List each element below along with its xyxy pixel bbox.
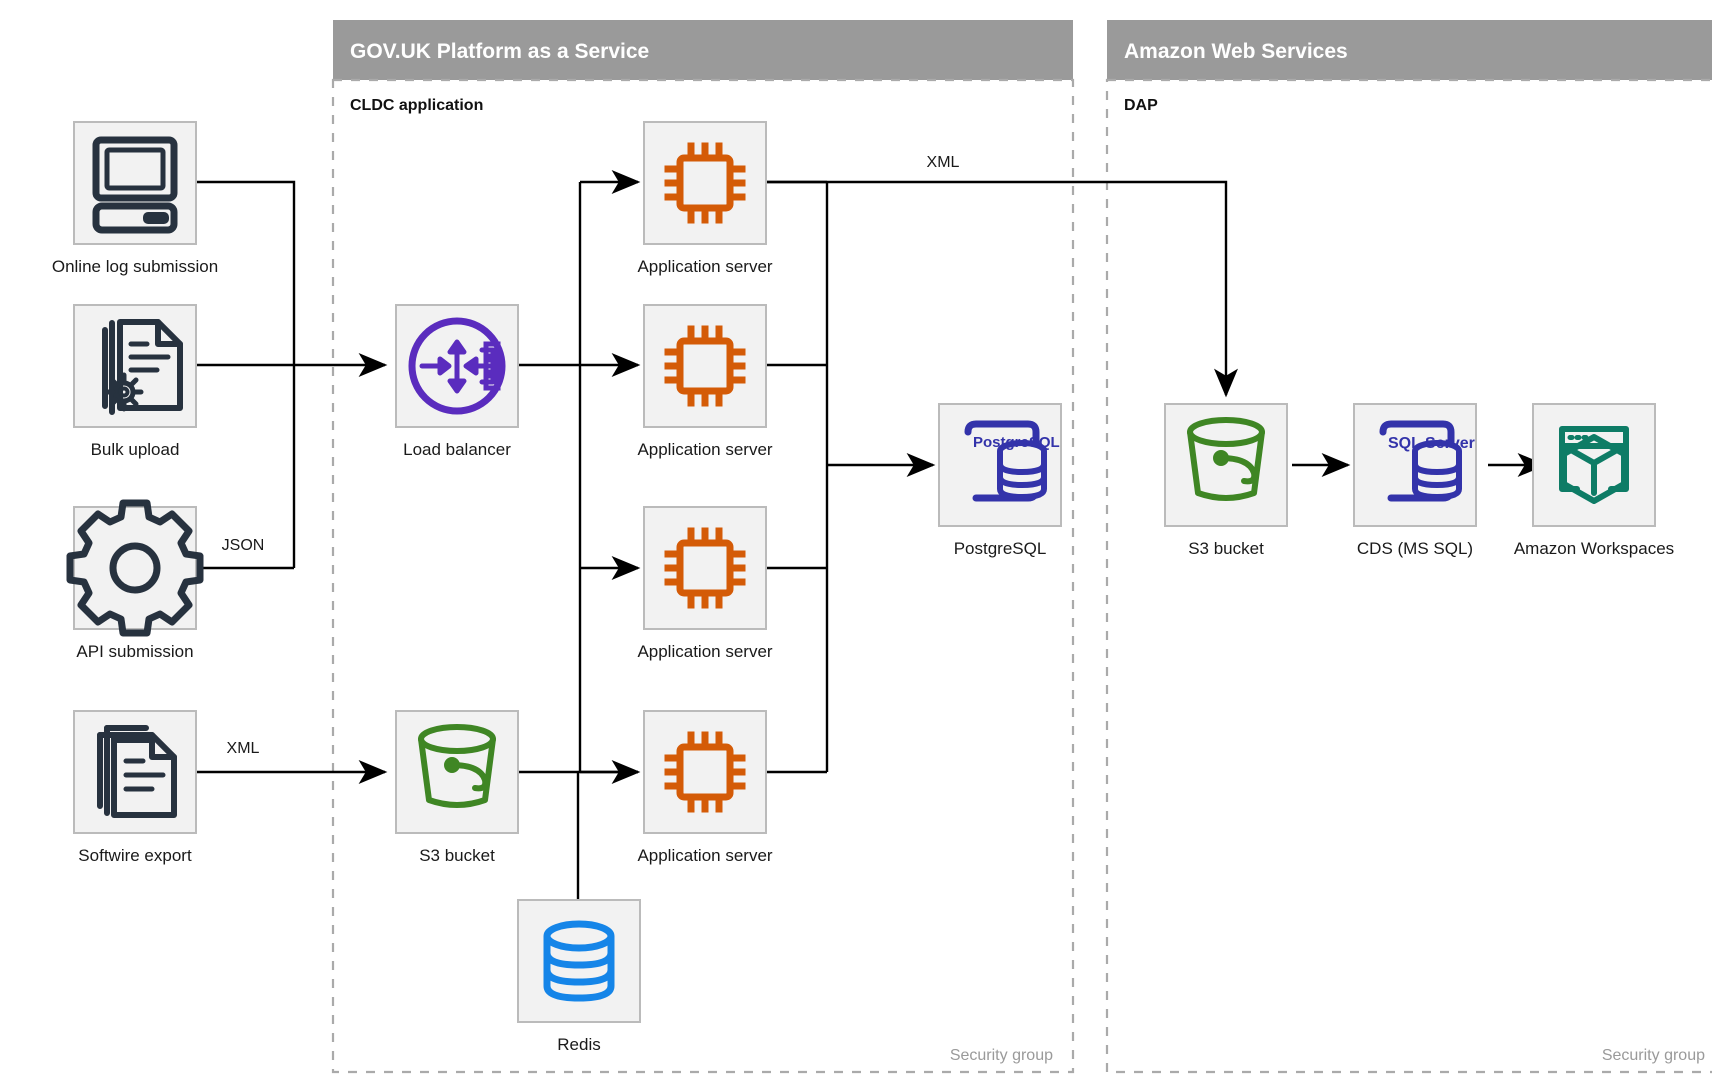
postgresql-icon: PostgreSQL xyxy=(964,420,1060,502)
s3-aws-tile xyxy=(1164,403,1288,527)
edge-app1-to-s3aws xyxy=(766,180,1238,398)
node-redis[interactable]: Redis xyxy=(517,899,641,1054)
node-amazon-workspaces[interactable]: Amazon Workspaces xyxy=(1514,403,1674,558)
aws-group-header-bar xyxy=(1107,20,1712,80)
node-application-server-1[interactable]: Application server xyxy=(637,121,773,276)
app-server-2-label: Application server xyxy=(637,440,772,459)
workspaces-tile xyxy=(1532,403,1656,527)
app-server-1-label: Application server xyxy=(637,257,772,276)
paas-sub-header-label: CLDC application xyxy=(350,97,483,114)
s3-paas-label: S3 bucket xyxy=(419,846,495,865)
s3-paas-tile xyxy=(395,710,519,834)
node-api-submission[interactable]: API submission xyxy=(66,499,204,661)
node-load-balancer[interactable]: Load balancer xyxy=(395,304,519,459)
api-submission-tile xyxy=(73,506,197,630)
workspaces-label: Amazon Workspaces xyxy=(1514,539,1674,558)
amazon-workspaces-icon xyxy=(1559,426,1629,504)
cpu-chip-icon xyxy=(664,527,746,609)
softwire-export-label: Softwire export xyxy=(78,846,192,865)
postgresql-icon-text: PostgreSQL xyxy=(973,434,1060,451)
paas-group-header-label: GOV.UK Platform as a Service xyxy=(350,40,649,63)
node-s3-bucket-aws[interactable]: S3 bucket xyxy=(1164,403,1288,558)
load-balancer-label: Load balancer xyxy=(403,440,511,459)
postgresql-label: PostgreSQL xyxy=(954,539,1047,558)
aws-security-group-label: Security group xyxy=(1602,1047,1705,1064)
node-s3-bucket-paas[interactable]: S3 bucket xyxy=(395,710,519,865)
app-server-4-label: Application server xyxy=(637,846,772,865)
paas-security-group-label: Security group xyxy=(950,1047,1053,1064)
redis-tile xyxy=(517,899,641,1023)
node-softwire-export[interactable]: Softwire export xyxy=(73,710,197,865)
node-application-server-2[interactable]: Application server xyxy=(637,304,773,459)
aws-security-group-boundary xyxy=(1105,78,1712,1074)
sql-server-icon-text: SQL Server xyxy=(1388,435,1475,452)
node-postgresql[interactable]: PostgreSQL PostgreSQL xyxy=(938,403,1062,558)
edge-label-json: JSON xyxy=(222,537,265,554)
cpu-chip-icon xyxy=(664,142,746,224)
edge-online-log-to-bus xyxy=(196,180,296,365)
node-application-server-4[interactable]: Application server xyxy=(637,710,773,865)
edge-label-xml-appserver: XML xyxy=(927,154,960,171)
app-server-3-tile xyxy=(643,506,767,630)
aws-group-header-label: Amazon Web Services xyxy=(1124,40,1348,63)
cpu-chip-icon xyxy=(664,731,746,813)
node-application-server-3[interactable]: Application server xyxy=(637,506,773,661)
node-cds-ms-sql[interactable]: SQL Server CDS (MS SQL) xyxy=(1353,403,1477,558)
document-stack-icon xyxy=(97,725,177,818)
cpu-chip-icon xyxy=(664,325,746,407)
desktop-computer-icon xyxy=(92,136,178,234)
cds-label: CDS (MS SQL) xyxy=(1357,539,1473,558)
s3-aws-label: S3 bucket xyxy=(1188,539,1264,558)
load-balancer-icon xyxy=(408,317,506,415)
app-server-2-tile xyxy=(643,304,767,428)
edge-label-xml-softwire: XML xyxy=(227,740,260,757)
app-server-4-tile xyxy=(643,710,767,834)
online-log-label: Online log submission xyxy=(52,257,218,276)
app-server-1-tile xyxy=(643,121,767,245)
bulk-upload-label: Bulk upload xyxy=(91,440,180,459)
api-submission-label: API submission xyxy=(76,642,193,661)
redis-label: Redis xyxy=(557,1035,600,1054)
paas-group-header-bar xyxy=(333,20,1073,80)
database-cylinder-icon xyxy=(543,920,615,1002)
document-gear-icon xyxy=(102,319,183,415)
bucket-icon xyxy=(418,724,496,808)
aws-sub-header-label: DAP xyxy=(1124,97,1158,114)
app-server-3-label: Application server xyxy=(637,642,772,661)
bucket-icon xyxy=(1187,417,1265,501)
edge-layer xyxy=(196,170,1547,900)
node-bulk-upload[interactable]: Bulk upload xyxy=(73,304,197,459)
node-online-log-submission[interactable]: Online log submission xyxy=(52,121,218,276)
gear-icon xyxy=(66,499,204,637)
sql-server-icon: SQL Server xyxy=(1379,420,1475,502)
